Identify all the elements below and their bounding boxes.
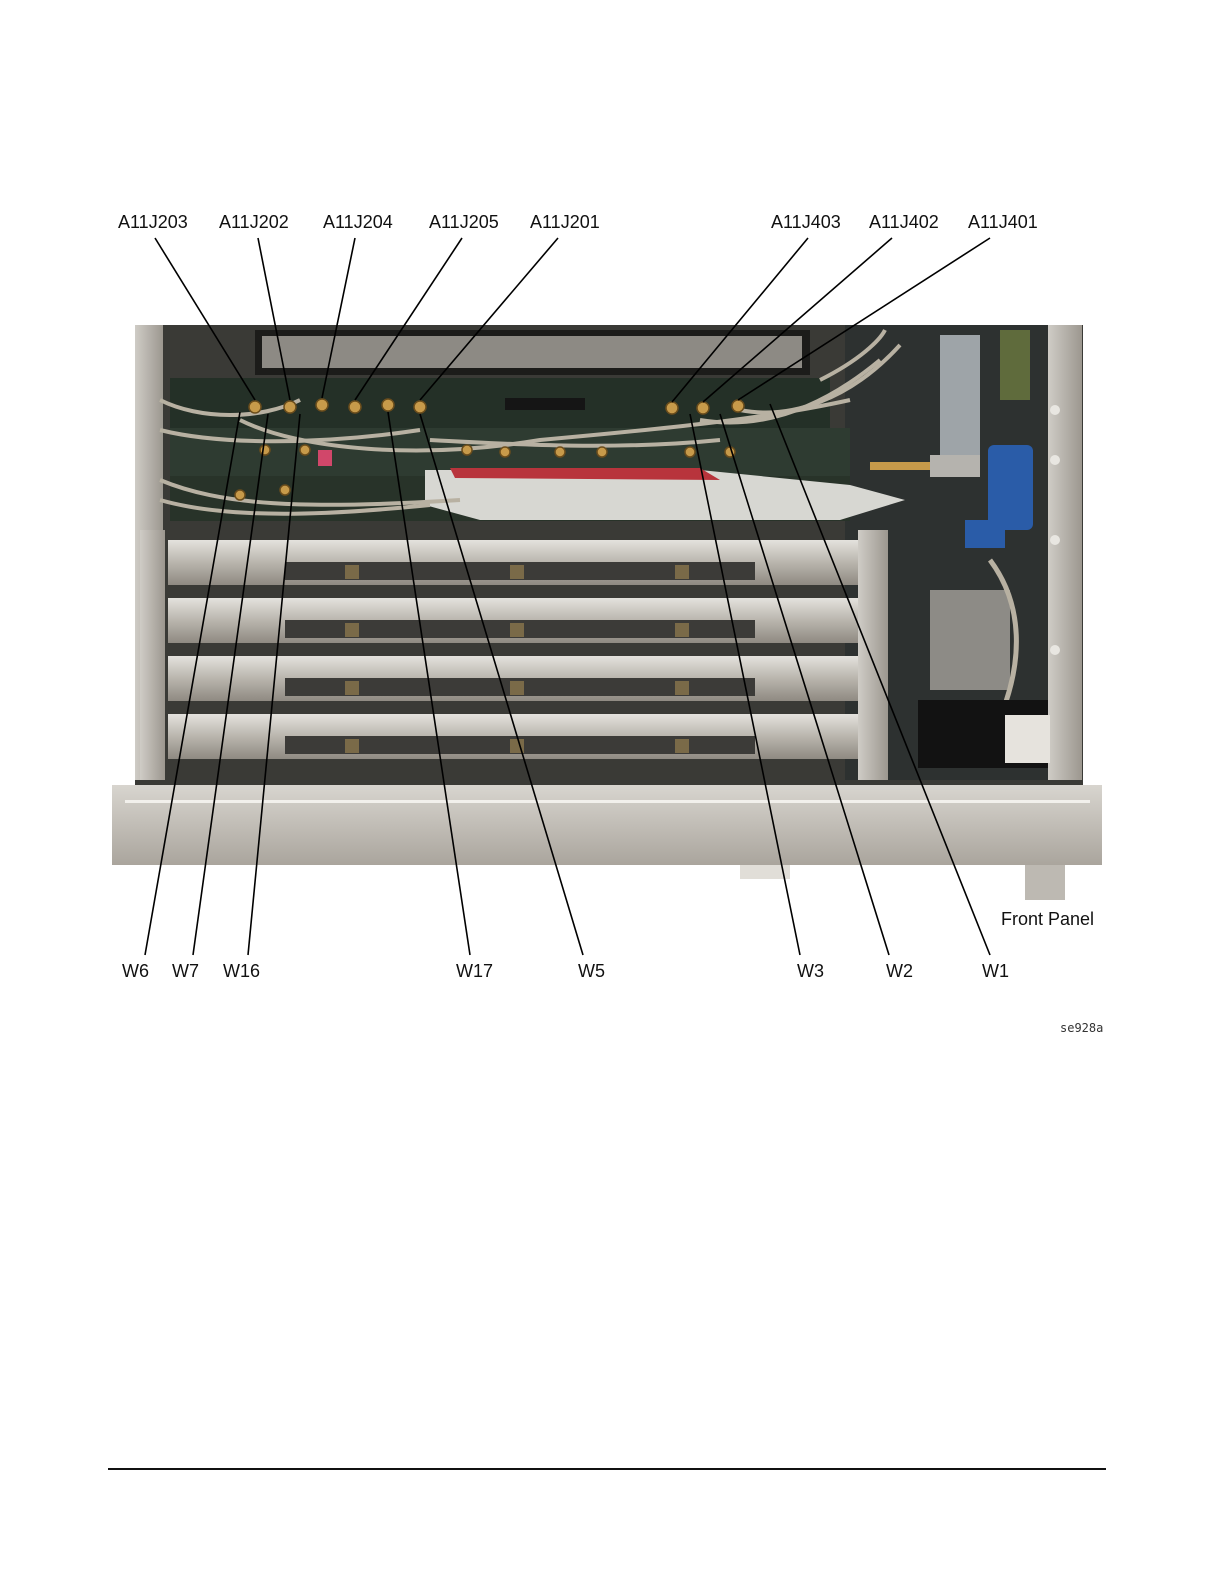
label-w2: W2 (886, 961, 913, 981)
label-w1: W1 (982, 961, 1009, 981)
a11-board (170, 378, 905, 521)
label-w16: W16 (223, 961, 260, 981)
label-w3: W3 (797, 961, 824, 981)
front-panel-frame (112, 785, 1102, 900)
footer-rule (108, 1468, 1106, 1470)
instrument-photo (0, 0, 1224, 1100)
figure-code: se928a (1060, 1021, 1103, 1035)
label-w6: W6 (122, 961, 149, 981)
label-w17: W17 (456, 961, 493, 981)
label-front-panel: Front Panel (1001, 909, 1094, 929)
label-w5: W5 (578, 961, 605, 981)
label-w7: W7 (172, 961, 199, 981)
